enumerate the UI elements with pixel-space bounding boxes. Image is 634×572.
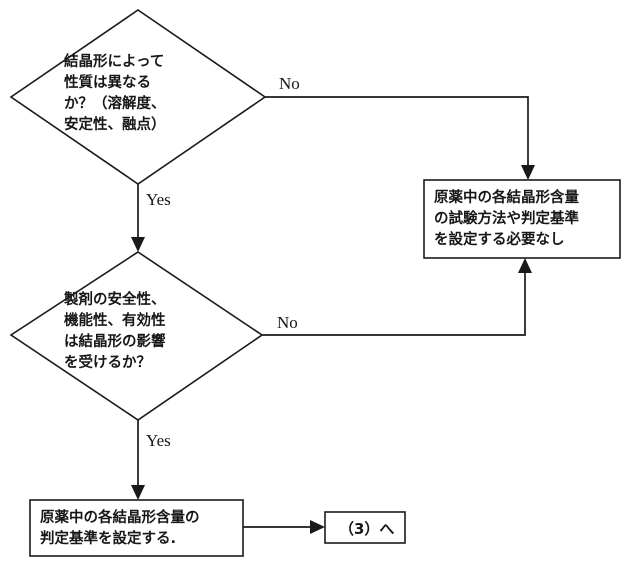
terminator-next-label: （3）へ: [339, 520, 395, 538]
terminator-next-shape[interactable]: [324, 511, 406, 544]
edge-decision2-no: [262, 267, 526, 336]
process-yes-result-shape[interactable]: [29, 499, 244, 557]
edge-label-decision2-no: No: [277, 313, 298, 332]
process-no-result-shape[interactable]: [423, 179, 621, 259]
arrowhead-decision2-yes: [131, 485, 145, 500]
decision-1-label: 結晶形によって 性質は異なる か？（溶解度、 安定性、融点）: [64, 54, 166, 133]
process-no-result-label: 原薬中の各結晶形含量 の試験方法や判定基準 を設定する必要なし: [434, 190, 579, 248]
edge-label-decision1-no: No: [279, 74, 300, 93]
arrowhead-decision2-no: [518, 258, 532, 273]
process-yes-result-label: 原薬中の各結晶形含量の 判定基準を設定する.: [40, 510, 200, 547]
edge-label-decision1-yes: Yes: [146, 190, 171, 209]
arrowhead-decision1-yes: [131, 237, 145, 252]
decision-2-label: 製剤の安全性、 機能性、有効性 は結晶形の影響 を受けるか？: [64, 292, 166, 371]
edge-decision1-no: [265, 96, 529, 171]
edge-label-decision2-yes: Yes: [146, 431, 171, 450]
arrowhead-decision1-no: [521, 165, 535, 180]
arrowhead-result-to-terminator: [310, 520, 325, 534]
